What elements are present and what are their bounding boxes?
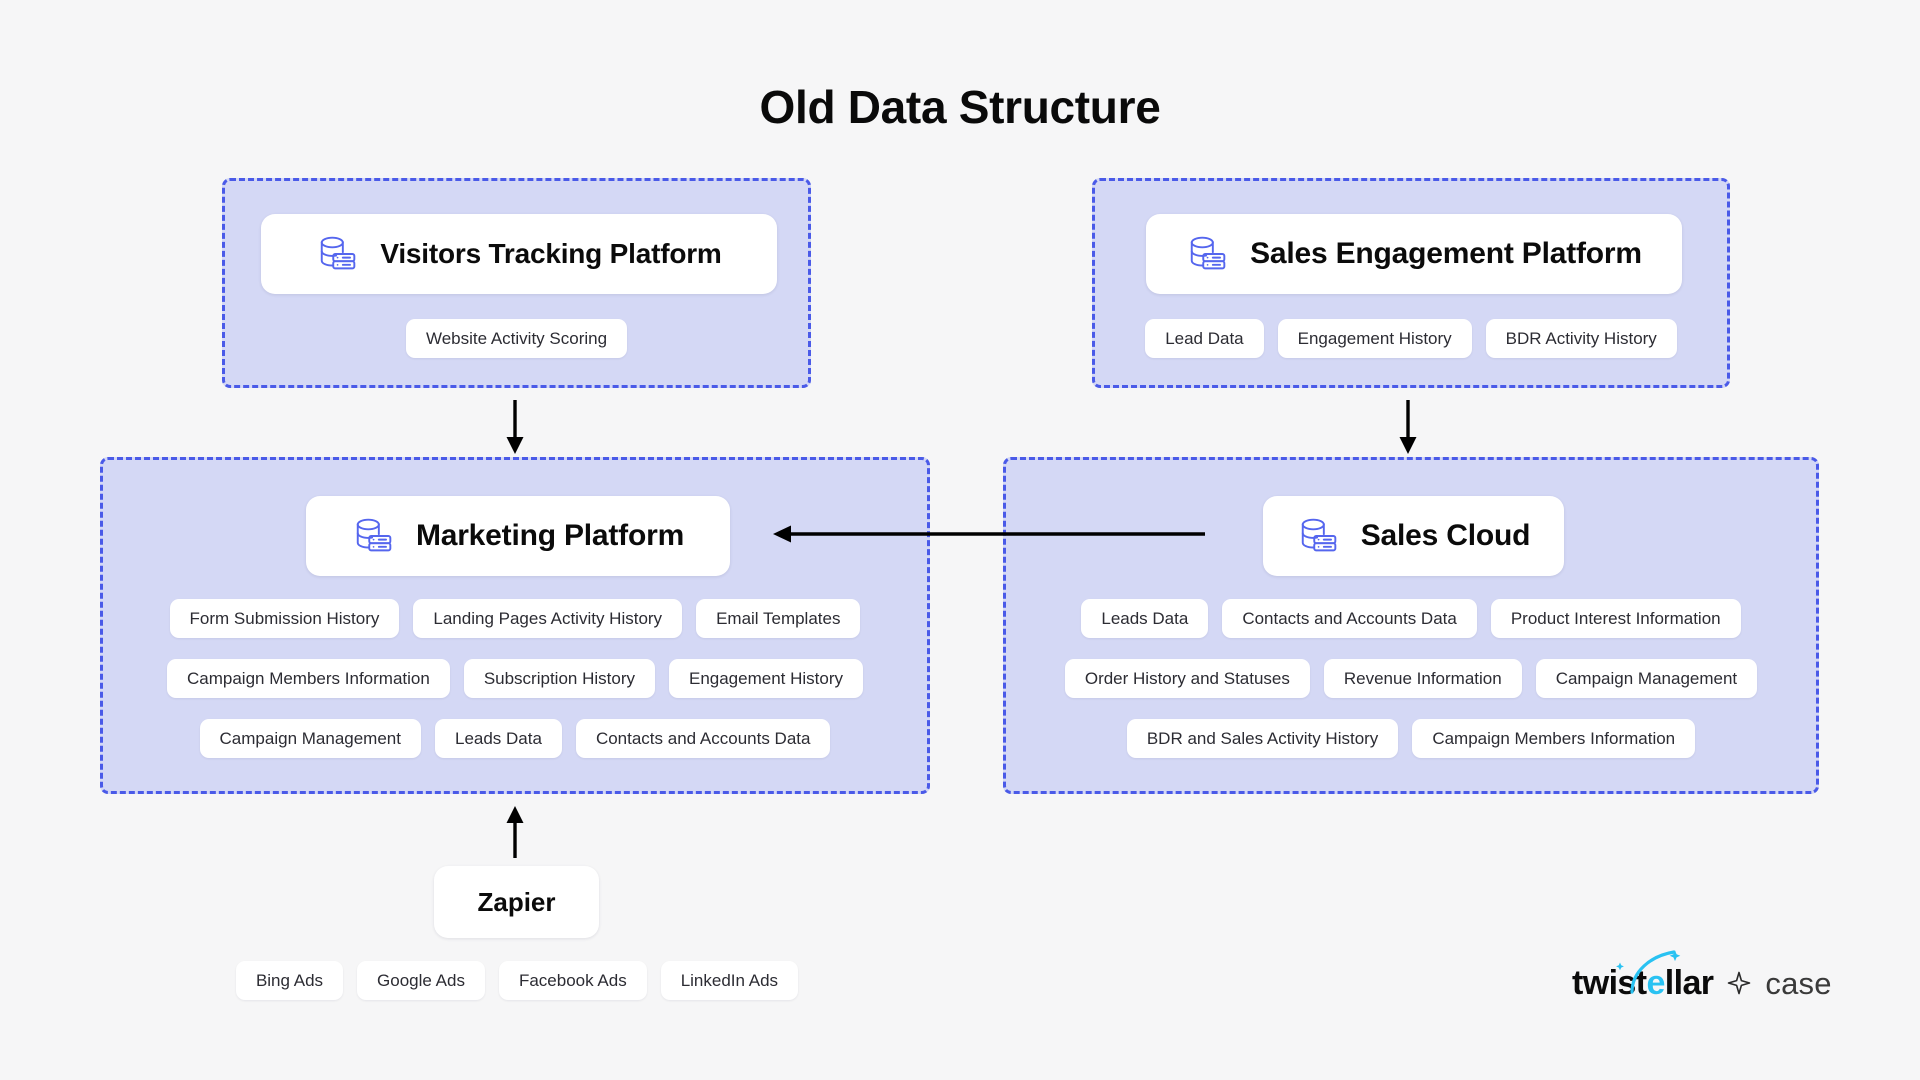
arrow-salescloud-to-marketing: [770, 519, 1207, 549]
pill-leads-data[interactable]: Leads Data: [434, 719, 562, 758]
pill-facebook-ads[interactable]: Facebook Ads: [498, 961, 647, 1000]
twistellar-wordmark: twistellar: [1572, 950, 1714, 1002]
page-title: Old Data Structure: [759, 81, 1161, 133]
group-sales-engagement: Sales Engagement Platform Lead Data Enga…: [1092, 178, 1730, 388]
pill-bdr-and-sales-activity-history[interactable]: BDR and Sales Activity History: [1126, 719, 1399, 758]
pill-linkedin-ads[interactable]: LinkedIn Ads: [660, 961, 799, 1000]
card-marketing-platform[interactable]: Marketing Platform: [306, 496, 730, 576]
pill-row-marketing-2: Campaign Members Information Subscriptio…: [103, 659, 927, 698]
card-title: Sales Engagement Platform: [1250, 237, 1642, 270]
pill-order-history-and-statuses[interactable]: Order History and Statuses: [1064, 659, 1310, 698]
pill-google-ads[interactable]: Google Ads: [357, 961, 485, 1000]
database-icon: [356, 518, 392, 552]
pill-lead-data[interactable]: Lead Data: [1145, 319, 1264, 358]
card-zapier[interactable]: Zapier: [434, 866, 599, 938]
arrow-zapier-to-marketing: [500, 804, 530, 862]
database-icon: [321, 236, 356, 270]
pill-campaign-management[interactable]: Campaign Management: [199, 719, 421, 758]
logo-swoosh-icon: [1616, 950, 1681, 994]
card-title: Visitors Tracking Platform: [380, 238, 722, 269]
database-icon: [1190, 236, 1226, 270]
pill-website-activity-scoring[interactable]: Website Activity Scoring: [405, 319, 628, 358]
pill-email-templates[interactable]: Email Templates: [696, 599, 861, 638]
pill-row-sales-engagement: Lead Data Engagement History BDR Activit…: [1095, 319, 1727, 358]
database-icon: [1301, 518, 1337, 552]
pill-row-salescloud-3: BDR and Sales Activity History Campaign …: [1006, 719, 1816, 758]
pill-contacts-and-accounts-data[interactable]: Contacts and Accounts Data: [575, 719, 831, 758]
pill-row-visitors-tracking: Website Activity Scoring: [225, 319, 808, 358]
pill-campaign-members-information[interactable]: Campaign Members Information: [1412, 719, 1696, 758]
pill-row-marketing-1: Form Submission History Landing Pages Ac…: [103, 599, 927, 638]
arrow-engagement-to-salescloud: [1393, 398, 1423, 458]
arrow-visitors-to-marketing: [500, 398, 530, 458]
pill-contacts-and-accounts-data[interactable]: Contacts and Accounts Data: [1222, 599, 1477, 638]
pill-row-ad-sources: Bing Ads Google Ads Facebook Ads LinkedI…: [222, 961, 812, 1000]
card-sales-cloud[interactable]: Sales Cloud: [1263, 496, 1564, 576]
logo-part-2: e: [1646, 964, 1665, 1002]
pill-leads-data[interactable]: Leads Data: [1081, 599, 1209, 638]
pill-row-salescloud-1: Leads Data Contacts and Accounts Data Pr…: [1006, 599, 1816, 638]
group-marketing-platform: Marketing Platform Form Submission Histo…: [100, 457, 930, 794]
logo-part-3: llar: [1664, 964, 1714, 1002]
card-title: Sales Cloud: [1360, 519, 1531, 552]
pill-landing-pages-activity-history[interactable]: Landing Pages Activity History: [413, 599, 683, 638]
pill-subscription-history[interactable]: Subscription History: [463, 659, 655, 698]
zapier-label: Zapier: [477, 886, 556, 917]
logo-suffix: case: [1765, 965, 1832, 1001]
group-sales-cloud: Sales Cloud Leads Data Contacts and Acco…: [1003, 457, 1819, 794]
pill-engagement-history[interactable]: Engagement History: [668, 659, 864, 698]
pill-form-submission-history[interactable]: Form Submission History: [169, 599, 400, 638]
group-visitors-tracking: Visitors Tracking Platform Website Activ…: [222, 178, 811, 388]
pill-revenue-information[interactable]: Revenue Information: [1323, 659, 1522, 698]
star-icon: [1728, 971, 1751, 995]
pill-product-interest-information[interactable]: Product Interest Information: [1490, 599, 1741, 638]
pill-campaign-management[interactable]: Campaign Management: [1535, 659, 1758, 698]
pill-bing-ads[interactable]: Bing Ads: [235, 961, 344, 1000]
pill-bdr-activity-history[interactable]: BDR Activity History: [1485, 319, 1677, 358]
pill-row-marketing-3: Campaign Management Leads Data Contacts …: [103, 719, 927, 758]
card-title: Marketing Platform: [415, 519, 685, 552]
pill-campaign-members-information[interactable]: Campaign Members Information: [166, 659, 450, 698]
pill-engagement-history[interactable]: Engagement History: [1277, 319, 1472, 358]
pill-row-salescloud-2: Order History and Statuses Revenue Infor…: [1006, 659, 1816, 698]
card-visitors-tracking-platform[interactable]: Visitors Tracking Platform: [261, 214, 777, 294]
twistellar-case-logo: twistellar case: [1572, 950, 1832, 1002]
card-sales-engagement-platform[interactable]: Sales Engagement Platform: [1146, 214, 1682, 294]
